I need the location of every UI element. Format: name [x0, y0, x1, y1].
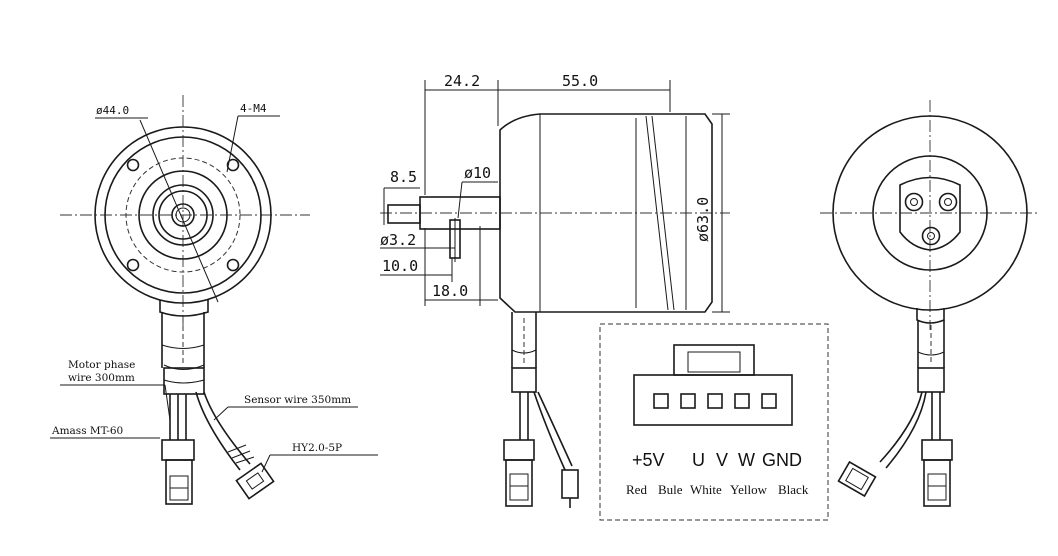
holes-label: 4-M4 [240, 102, 267, 115]
pin-label: +5V [632, 450, 665, 470]
rear-bolt [921, 226, 941, 246]
pin-hole [761, 393, 777, 409]
front-view: ø44.0 4-M4 Motor phase wire [50, 95, 378, 505]
motor-body [499, 113, 713, 313]
rear-outer-circle [832, 115, 1028, 311]
wire-color-label: Red [626, 482, 647, 497]
pinout-box: +5V U V W GND Red Bule White Yellow Blac… [599, 323, 829, 521]
pin-hole [653, 393, 669, 409]
pin-hole [734, 393, 750, 409]
front-diameter-label: ø44.0 [96, 104, 129, 117]
pin-label: GND [762, 450, 802, 470]
pin-label: U [692, 450, 705, 470]
rear-view [820, 100, 1040, 507]
pinout-frame [599, 323, 829, 521]
wire-color-label: Black [778, 482, 809, 497]
pin-label: W [738, 450, 755, 470]
dim-10: 10.0 [382, 257, 418, 275]
hy20-connector [633, 374, 793, 426]
dim-body-length: 55.0 [562, 72, 598, 90]
mount-hole [126, 158, 140, 172]
dim-shaft-dia: ø10 [464, 164, 491, 182]
sensor-wire-label: Sensor wire 350mm [244, 394, 351, 406]
dim-18: 18.0 [432, 282, 468, 300]
mount-hole [226, 158, 240, 172]
rear-bolt [904, 192, 924, 212]
wire-color-label: Bule [658, 482, 683, 497]
phase-wire-length-label: wire 300mm [68, 372, 135, 384]
dim-pin-dia: ø3.2 [380, 231, 416, 249]
rear-bolt [938, 192, 958, 212]
dim-shaft-length: 24.2 [444, 72, 480, 90]
pin-label: V [716, 450, 728, 470]
phase-wire-label: Motor phase [68, 359, 135, 371]
mt60-connector-label: Amass MT-60 [51, 425, 123, 437]
side-view: 24.2 55.0 8.5 ø10 ø63.0 ø3.2 10.0 18.0 [380, 72, 730, 508]
pin-hole [707, 393, 723, 409]
pin-hole [680, 393, 696, 409]
dim-shaft-step: 8.5 [390, 168, 417, 186]
shaft-circle [171, 203, 195, 227]
wire-color-label: Yellow [730, 482, 768, 497]
dim-body-dia: ø63.0 [694, 197, 712, 242]
sensor-connector-label: HY2.0-5P [292, 442, 342, 454]
outer-flange-circle [94, 126, 272, 304]
mount-hole [226, 258, 240, 272]
mount-hole [126, 258, 140, 272]
wire-color-label: White [690, 482, 722, 497]
